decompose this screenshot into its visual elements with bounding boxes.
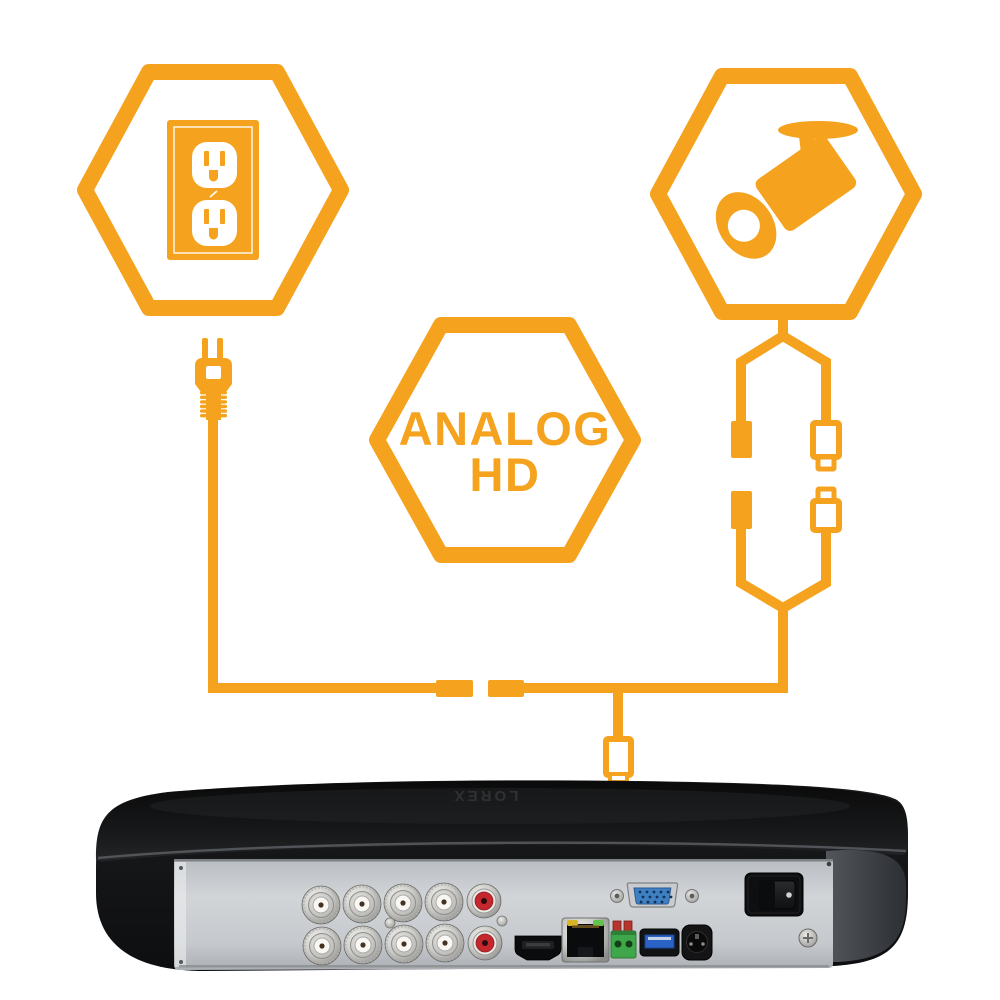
power-connector-pair (810, 420, 842, 533)
bnc-connector (425, 923, 465, 963)
power-plug-icon (195, 338, 232, 420)
screw (798, 928, 818, 948)
vga-port-icon (610, 882, 699, 908)
cable-connector-male (436, 680, 473, 697)
video-connector-female (731, 491, 752, 529)
analog-label-line1: ANALOG (399, 402, 612, 455)
bnc-connector (383, 883, 423, 923)
panel-edge-light (175, 862, 186, 967)
power-switch-icon (744, 872, 804, 917)
analog-hd-hexagon (369, 317, 641, 563)
top-sheen (150, 788, 850, 824)
switch-indicator-dot (786, 892, 792, 898)
rca-connector (467, 925, 503, 961)
dvr-top-face (96, 780, 908, 862)
terminal-block-icon (610, 920, 637, 959)
screw (496, 915, 508, 927)
bnc-connector (302, 926, 342, 966)
camera-cable (731, 315, 842, 613)
panel-screw-hole (179, 866, 183, 870)
ethernet-led-green (593, 920, 604, 926)
bnc-connector (342, 884, 382, 924)
dvr-back-panel (174, 859, 833, 970)
bullet-camera-icon (715, 121, 858, 259)
power-outlet-icon (167, 120, 259, 260)
bnc-connector (343, 925, 383, 965)
camera-cable-right-merge (780, 530, 831, 613)
power-cable-run (208, 418, 438, 693)
brand-text: LOREX (452, 787, 519, 804)
outlet-hexagon (77, 64, 349, 316)
panel-screw-hole (826, 861, 832, 867)
dvr-plug-connector (603, 736, 634, 778)
dvr-right-cap (826, 849, 906, 962)
ethernet-led-yellow (567, 920, 578, 926)
analog-label-line2: HD (470, 448, 541, 501)
screw (384, 917, 396, 929)
camera-cable-left-branch (736, 315, 788, 421)
analog-hd-node: ANALOG HD (369, 317, 641, 563)
power-outlet-node (77, 64, 349, 316)
dvr-device: LOREX (96, 780, 908, 971)
edge-highlight (97, 841, 907, 860)
rca-connector (466, 883, 502, 919)
cable-to-dvr-run (524, 605, 788, 693)
bnc-connector (384, 924, 424, 964)
cable-connector-female (488, 680, 524, 697)
bnc-connector (424, 882, 464, 922)
usb-port-icon (639, 928, 680, 957)
bnc-connector (301, 885, 341, 925)
panel-bottom-edge (179, 965, 829, 968)
panel-screw-hole (179, 960, 183, 964)
panel-top-edge (174, 859, 833, 862)
power-jack-icon (681, 924, 713, 961)
camera-cable-left-merge (736, 529, 786, 613)
camera-cable-right-branch (780, 331, 831, 423)
power-cable (195, 338, 788, 784)
bnc-port-group (301, 882, 465, 966)
camera-node (650, 68, 922, 320)
vga-pins (638, 890, 673, 904)
hdmi-port-icon (514, 935, 562, 961)
ethernet-port-icon (561, 917, 610, 963)
camera-hexagon (650, 68, 922, 320)
video-connector-male (731, 421, 752, 458)
